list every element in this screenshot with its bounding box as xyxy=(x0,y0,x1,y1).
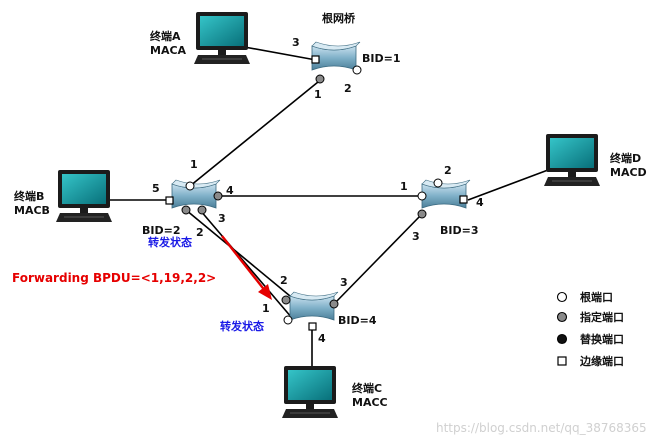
b2-port2-designated-icon xyxy=(181,205,191,215)
b1-bid: BID=1 xyxy=(362,52,400,65)
b4-port1-root-icon xyxy=(283,315,293,325)
b3-port4-edge-icon xyxy=(459,195,468,204)
b4-port2-label: 2 xyxy=(280,274,288,287)
terminal-b-name: 终端B xyxy=(14,189,44,203)
legend-edge-port-label: 边缘端口 xyxy=(579,354,624,368)
bridge-2-switch-icon xyxy=(171,179,221,209)
link-b3-b4 xyxy=(333,213,423,305)
b4-port4-label: 4 xyxy=(318,332,326,345)
terminal-c-monitor-icon xyxy=(281,365,339,419)
bpdu-arrow xyxy=(221,235,267,293)
b2-port4-designated-icon xyxy=(213,191,223,201)
link-b2-b4-upper xyxy=(185,209,291,297)
watermark: https://blog.csdn.net/qq_38768365 xyxy=(436,421,647,435)
bridge-3-switch-icon xyxy=(421,179,471,209)
b4-port4-edge-icon xyxy=(308,322,317,331)
b4-state: 转发状态 xyxy=(220,319,264,333)
legend-alternate-port-icon xyxy=(556,333,568,345)
b3-port1-label: 1 xyxy=(400,180,408,193)
b3-port4-label: 4 xyxy=(476,196,484,209)
b1-port3-label: 3 xyxy=(292,36,300,49)
legend-designated-port-icon xyxy=(556,311,568,323)
bpdu-label: Forwarding BPDU=<1,19,2,2> xyxy=(12,271,216,285)
terminal-a-mac: MACA xyxy=(150,44,187,57)
b2-port1-label: 1 xyxy=(190,158,198,171)
legend-alternate-port-label: 替换端口 xyxy=(580,332,624,346)
terminal-d-monitor-icon xyxy=(543,133,601,187)
b4-port3-label: 3 xyxy=(340,276,348,289)
b2-port2-label: 2 xyxy=(196,226,204,239)
b2-state: 转发状态 xyxy=(148,235,192,249)
b1-port1-root-icon xyxy=(315,74,325,84)
b1-port3-edge-icon xyxy=(311,55,320,64)
b2-port3-designated-icon xyxy=(197,205,207,215)
terminal-d-name: 终端D xyxy=(610,151,641,165)
terminal-c-name: 终端C xyxy=(352,381,382,395)
legend: 根端口 指定端口 替换端口 边缘端口 xyxy=(556,290,624,368)
b1-port1-label: 1 xyxy=(314,88,322,101)
terminal-b-mac: MACB xyxy=(14,204,50,217)
b2-port3-label: 3 xyxy=(218,212,226,225)
b3-port1-root-icon xyxy=(417,191,427,201)
link-d-b3 xyxy=(467,169,549,201)
b3-bid: BID=3 xyxy=(440,224,478,237)
terminal-b-monitor-icon xyxy=(55,169,113,223)
terminal-a-name: 终端A xyxy=(150,29,181,43)
b4-port2-root-icon xyxy=(281,295,291,305)
legend-root-port-icon xyxy=(556,291,568,303)
link-b1-b2 xyxy=(189,81,319,187)
root-bridge-title: 根网桥 xyxy=(322,11,356,25)
b3-port2-label: 2 xyxy=(444,164,452,177)
b1-port2-designated-icon xyxy=(352,65,362,75)
b2-port1-root-icon xyxy=(185,181,195,191)
b4-port3-designated-icon xyxy=(329,299,339,309)
b1-port2-label: 2 xyxy=(344,82,352,95)
b3-port3-label: 3 xyxy=(412,230,420,243)
terminal-d-mac: MACD xyxy=(610,166,647,179)
b2-port5-edge-icon xyxy=(165,196,174,205)
bpdu-arrowhead xyxy=(258,284,272,300)
terminal-a-monitor-icon xyxy=(193,11,251,65)
b3-port2-icon xyxy=(433,178,443,188)
terminal-c-mac: MACC xyxy=(352,396,388,409)
b2-port5-label: 5 xyxy=(152,182,160,195)
link-b2-b4-lower xyxy=(199,209,293,319)
legend-edge-port-icon xyxy=(557,356,567,366)
legend-designated-port-label: 指定端口 xyxy=(580,310,624,324)
b2-bid: BID=2 xyxy=(142,224,180,237)
b3-port3-designated-icon xyxy=(417,209,427,219)
legend-root-port-label: 根端口 xyxy=(580,290,613,304)
b2-port4-label: 4 xyxy=(226,184,234,197)
b4-bid: BID=4 xyxy=(338,314,377,327)
b4-port1-label: 1 xyxy=(262,302,270,315)
